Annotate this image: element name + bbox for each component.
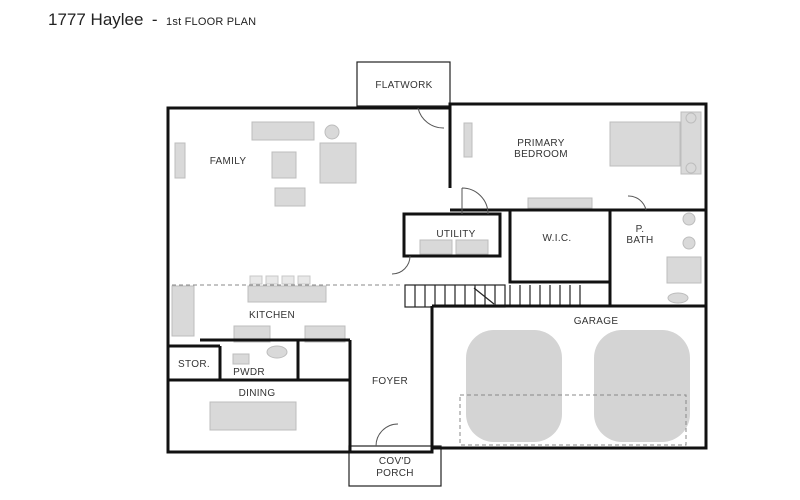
kitchen-fridge xyxy=(304,325,346,343)
kitchen-counter-left xyxy=(171,285,195,337)
wic-walls xyxy=(508,208,612,284)
car-right xyxy=(594,330,690,442)
rear-door-arc xyxy=(417,107,445,129)
stairs xyxy=(404,284,581,308)
pwdr-sink xyxy=(232,353,250,365)
sink-2 xyxy=(682,236,696,250)
label-flatwork: FLATWORK xyxy=(375,80,432,91)
family-coffee-table xyxy=(271,151,297,179)
bedroom-dresser xyxy=(463,122,473,158)
family-lamp xyxy=(324,124,340,140)
shower xyxy=(666,256,702,284)
label-pbath-1: P. xyxy=(636,224,645,235)
label-wic: W.I.C. xyxy=(542,233,571,244)
label-dining: DINING xyxy=(239,388,276,399)
label-utility: UTILITY xyxy=(436,229,475,240)
washer xyxy=(419,239,453,255)
bath-door-arc xyxy=(627,195,647,211)
nightstand-top xyxy=(685,112,697,124)
stool-1 xyxy=(249,275,263,285)
label-primary-2: BEDROOM xyxy=(514,149,568,160)
label-garage: GARAGE xyxy=(574,316,619,327)
plan-name: 1777 Haylee xyxy=(48,10,144,29)
dryer xyxy=(455,239,489,255)
stool-4 xyxy=(297,275,311,285)
dining-table xyxy=(209,401,297,431)
label-family: FAMILY xyxy=(210,156,247,167)
family-sofa xyxy=(251,121,315,141)
kitchen-range xyxy=(233,325,271,343)
sink-1 xyxy=(682,212,696,226)
garage-dashed-area xyxy=(459,394,687,446)
pwdr-toilet xyxy=(266,345,288,359)
utility-walls xyxy=(402,212,502,258)
nightstand-bottom xyxy=(685,162,697,174)
family-chair xyxy=(274,187,306,207)
label-foyer: FOYER xyxy=(372,376,408,387)
bed-headboard xyxy=(680,111,702,175)
bed xyxy=(609,121,681,167)
toilet xyxy=(667,292,689,304)
utility-door-arc xyxy=(391,255,411,275)
stool-2 xyxy=(265,275,279,285)
front-door-arc xyxy=(375,423,399,447)
label-stor: STOR. xyxy=(178,359,210,370)
label-kitchen: KITCHEN xyxy=(249,310,295,321)
family-fireplace xyxy=(174,142,186,179)
kitchen-island xyxy=(247,285,327,303)
family-loveseat xyxy=(319,142,357,184)
porch-pad xyxy=(348,445,442,487)
label-primary-1: PRIMARY xyxy=(517,138,565,149)
stool-3 xyxy=(281,275,295,285)
label-porch-1: COV'D xyxy=(379,456,411,467)
flatwork-pad xyxy=(356,61,451,107)
plan-title: 1777 Haylee - 1st FLOOR PLAN xyxy=(48,10,256,30)
car-left xyxy=(466,330,562,442)
label-pwdr: PWDR xyxy=(233,367,265,378)
bedroom-door-arc xyxy=(461,187,489,215)
label-pbath-2: BATH xyxy=(626,235,653,246)
label-porch-2: PORCH xyxy=(376,468,414,479)
bedroom-bench xyxy=(527,197,593,209)
title-separator: - xyxy=(151,10,158,29)
plan-level: 1st FLOOR PLAN xyxy=(166,16,257,28)
